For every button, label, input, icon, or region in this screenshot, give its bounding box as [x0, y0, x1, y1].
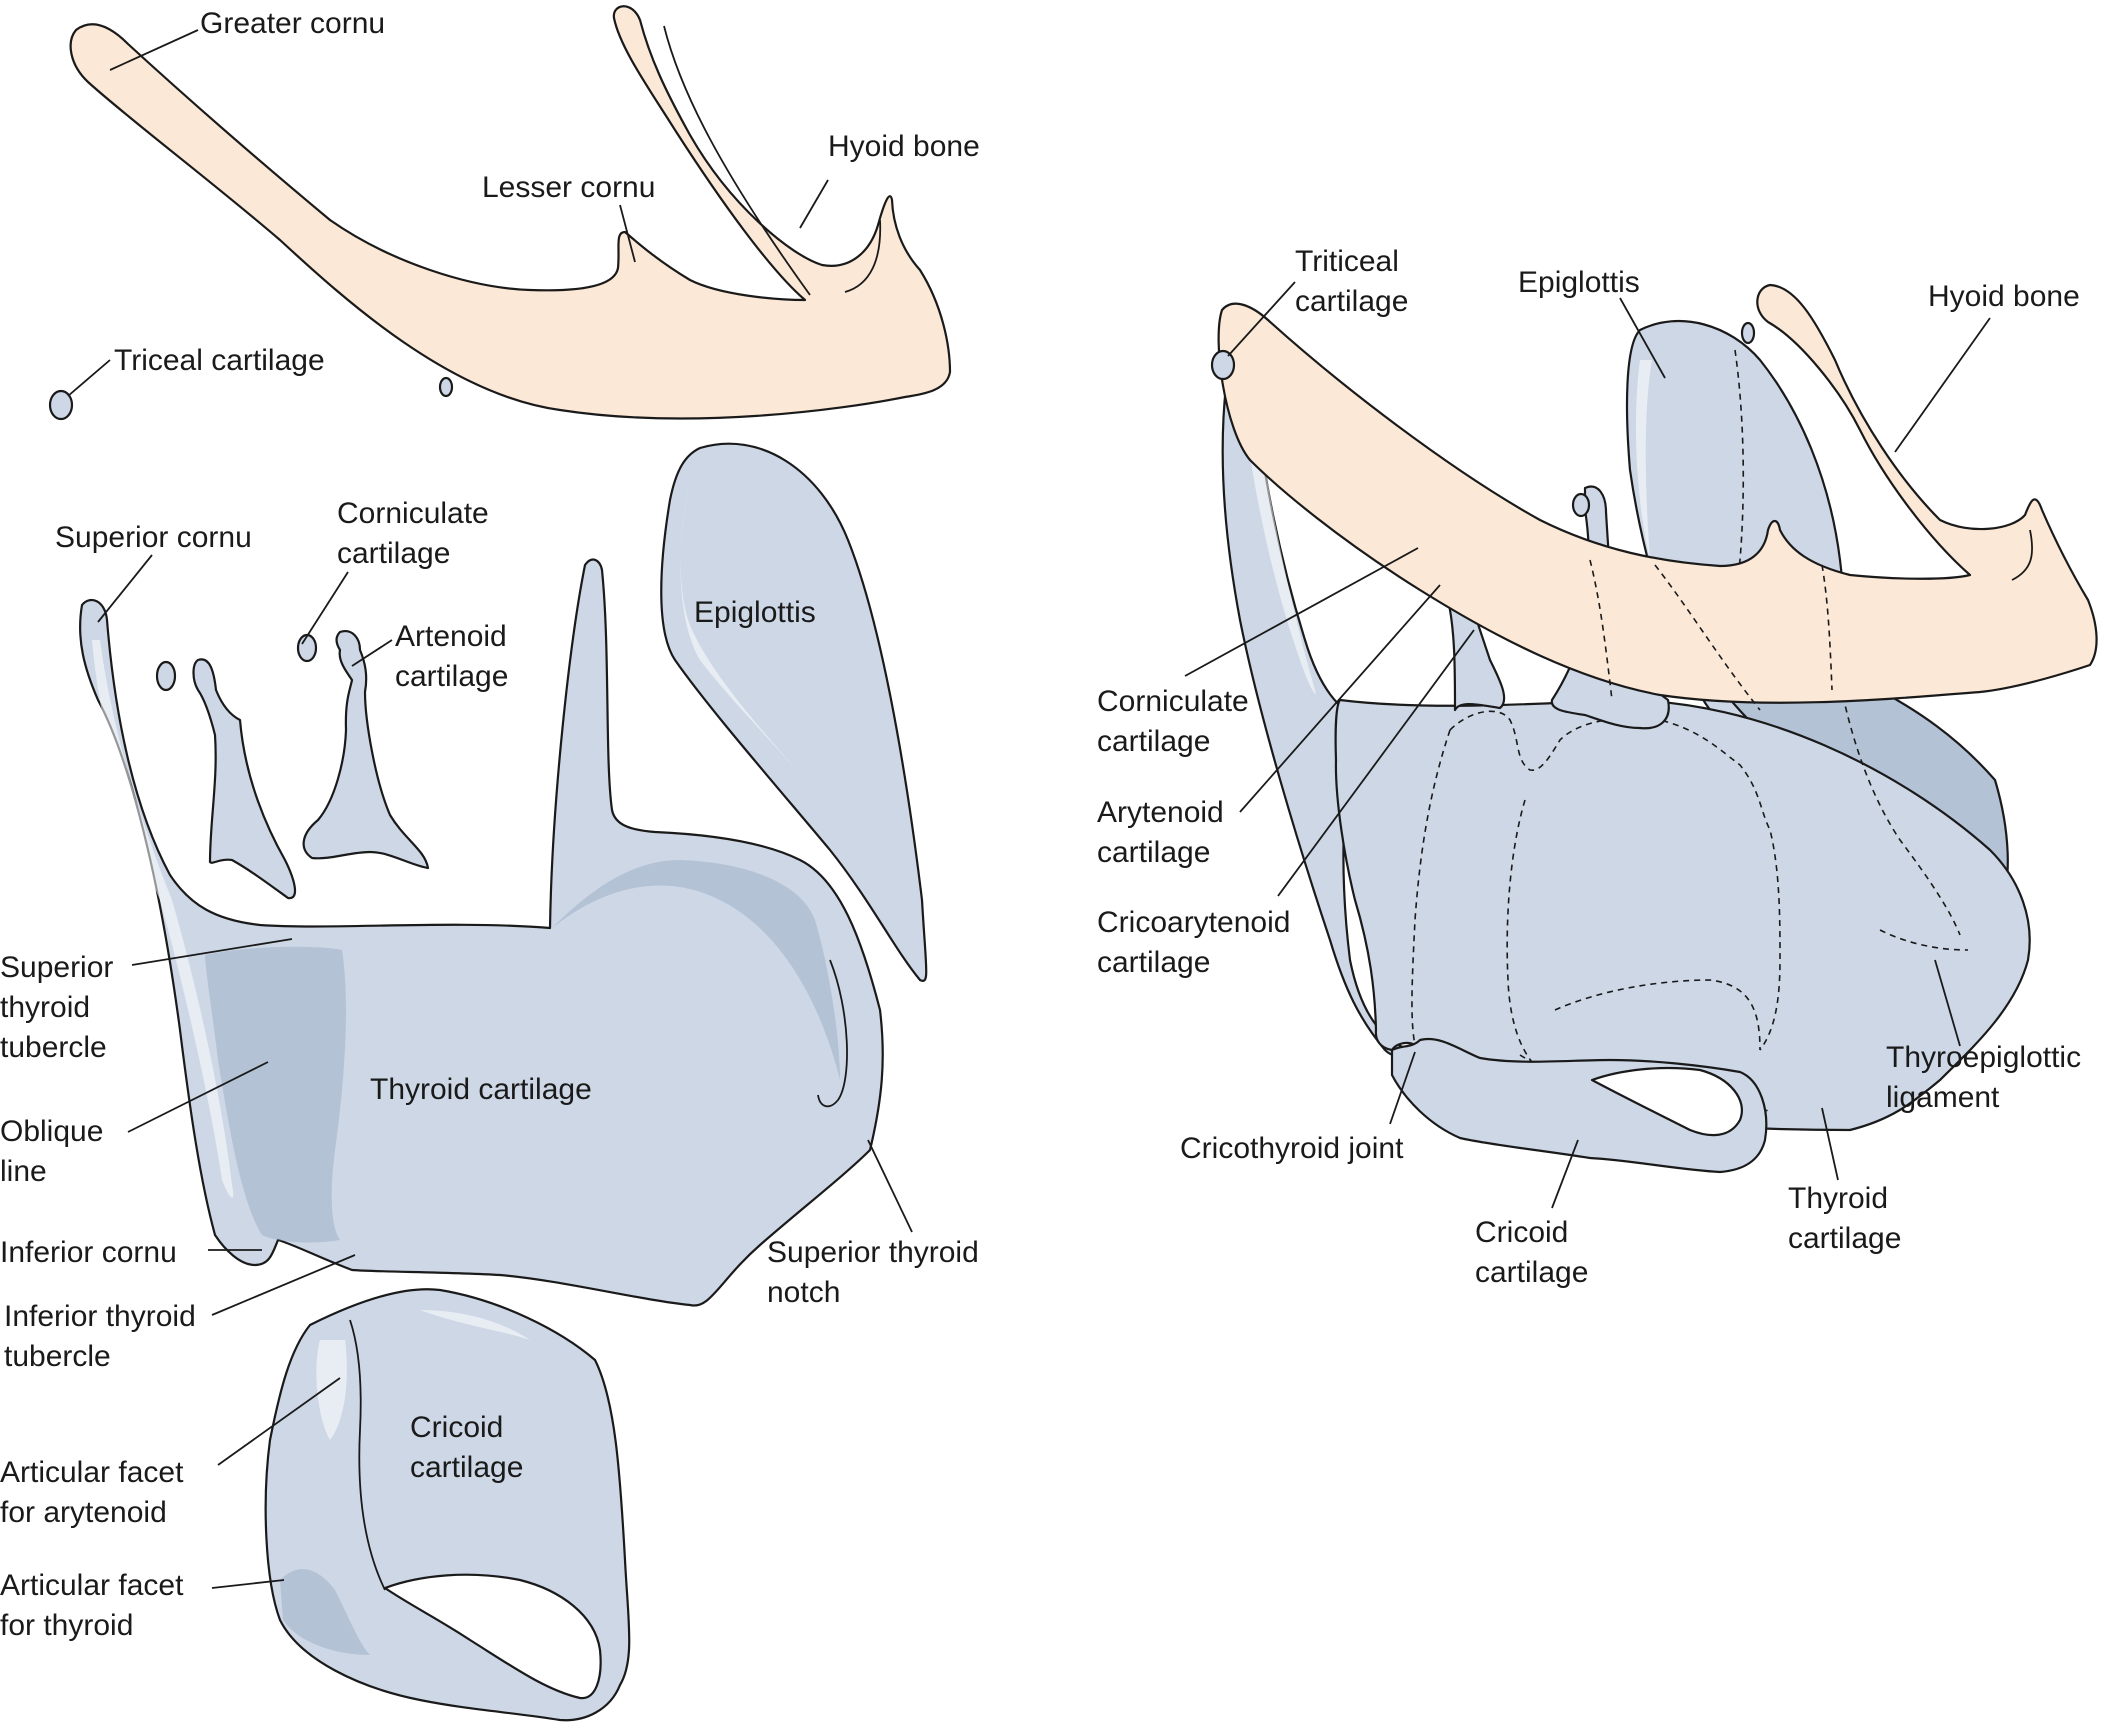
- arytenoid-cartilage-b: [302, 630, 430, 870]
- label-epiglottis-right: Epiglottis: [1518, 266, 1640, 299]
- epiglottis-shape: [660, 442, 928, 982]
- arytenoid-cartilage-a: [192, 658, 297, 900]
- label-artenoid-cartilage: Artenoid cartilage: [395, 620, 515, 693]
- epiglottis-tip-nodule: [1740, 321, 1756, 345]
- arytenoid-group-left: [155, 630, 430, 900]
- label-hyoid-bone-right: Hyoid bone: [1928, 280, 2080, 313]
- lamina-inner-curve: [817, 959, 848, 1108]
- label-superior-thyroid-notch: Superior thyroid notch: [767, 1236, 987, 1309]
- left-panel: Greater cornu Hyoid bone Lesser cornu Tr…: [0, 5, 987, 1722]
- hyoid-right-inner: [2011, 529, 2034, 581]
- label-articular-facet-thyroid: Articular facet for thyroid: [0, 1569, 192, 1642]
- right-leader-lines: [1184, 281, 1991, 1209]
- label-arytenoid-cartilage-right: Arytenoid cartilage: [1097, 796, 1232, 869]
- triceal-cartilage-left: [48, 389, 74, 421]
- label-superior-thyroid-tubercle: Superior thyroid tubercle: [0, 951, 122, 1064]
- right-panel: Triticeal cartilage Epiglottis Hyoid bon…: [1097, 245, 2098, 1289]
- label-corniculate-cartilage-left: Corniculate cartilage: [337, 497, 497, 570]
- hyoid-bone-right: [1217, 283, 2098, 711]
- label-articular-facet-arytenoid: Articular facet for arytenoid: [0, 1456, 192, 1529]
- hyoid-inner-line: [844, 219, 882, 293]
- cricoid-cartilage-left: [264, 1288, 631, 1722]
- label-oblique-line: Oblique line: [0, 1115, 112, 1188]
- cricoid-cartilage-right: [1390, 1037, 1768, 1174]
- left-leader-lines: [67, 29, 913, 1589]
- label-lesser-cornu: Lesser cornu: [482, 171, 655, 204]
- epiglottis-left: [660, 442, 928, 982]
- hyoid-ridge-line: [663, 25, 811, 296]
- label-inferior-thyroid-tubercle: Inferior thyroid tubercle: [4, 1300, 204, 1373]
- label-cricoid-cartilage-left: Cricoid cartilage: [410, 1411, 523, 1484]
- thyroid-cartilage-left: [79, 558, 884, 1307]
- triticeal-cartilage: [1210, 349, 1236, 381]
- corniculate-cartilage-right-b: [1571, 492, 1591, 518]
- cricoid-lamina-edge: [349, 1319, 386, 1591]
- label-superior-cornu: Superior cornu: [55, 521, 252, 554]
- label-greater-cornu: Greater cornu: [200, 7, 385, 40]
- right-labels: Triticeal cartilage Epiglottis Hyoid bon…: [1097, 245, 2089, 1289]
- thyroid-cartilage-right: [1245, 420, 2031, 1132]
- hyoid-bone-left: [69, 5, 952, 420]
- cricoid-lumen: [383, 1573, 602, 1700]
- label-cricothyroid-joint: Cricothyroid joint: [1180, 1132, 1404, 1165]
- label-epiglottis-left: Epiglottis: [694, 596, 816, 629]
- label-cricoarytenoid-cartilage: Cricoarytenoid cartilage: [1097, 906, 1299, 979]
- label-inferior-cornu: Inferior cornu: [0, 1236, 177, 1269]
- cricoid-right-lumen: [1590, 1066, 1743, 1137]
- hyoid-bone-shape: [69, 5, 952, 420]
- label-hyoid-bone-left: Hyoid bone: [828, 130, 980, 163]
- triceal-cartilage-right: [438, 376, 454, 398]
- left-labels: Greater cornu Hyoid bone Lesser cornu Tr…: [0, 7, 987, 1642]
- label-cricoid-cartilage-right: Cricoid cartilage: [1475, 1216, 1588, 1289]
- label-corniculate-cartilage-right: Corniculate cartilage: [1097, 685, 1257, 758]
- corniculate-cartilage-a: [155, 660, 177, 692]
- corniculate-cartilage-b: [296, 633, 318, 663]
- label-thyroid-cartilage-right: Thyroid cartilage: [1788, 1182, 1901, 1255]
- label-triticeal-cartilage: Triticeal cartilage: [1295, 245, 1408, 318]
- label-thyroid-cartilage-left: Thyroid cartilage: [370, 1073, 592, 1106]
- hyoid-bone-right-shape: [1217, 283, 2098, 704]
- thyroid-cartilage-shape: [79, 558, 884, 1307]
- label-thyroepiglottic-ligament: Thyroepiglottic ligament: [1886, 1041, 2089, 1114]
- label-triceal-cartilage: Triceal cartilage: [114, 344, 325, 377]
